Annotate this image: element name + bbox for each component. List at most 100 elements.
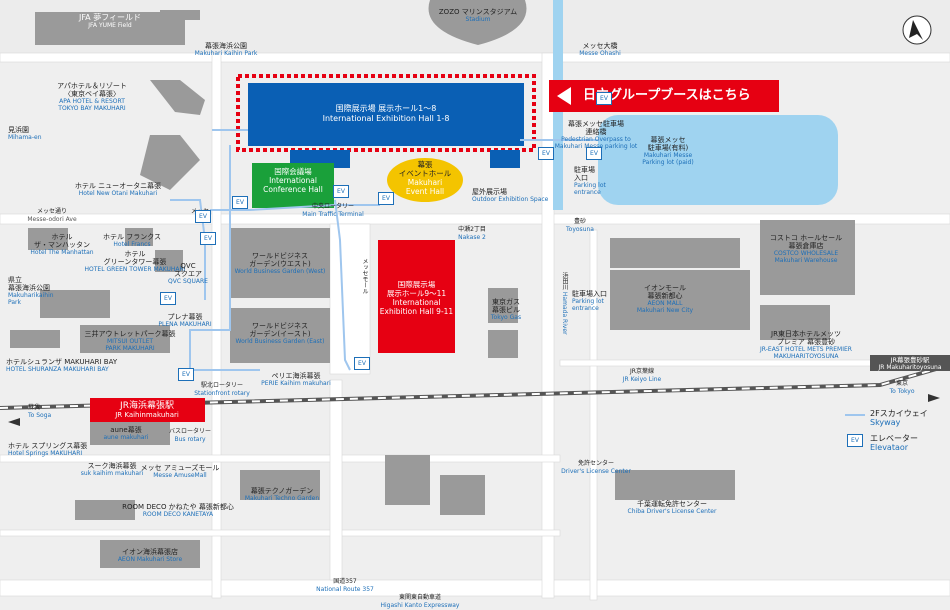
mets-jp2: プレミア 幕張豊砂	[776, 338, 836, 346]
plena-en: PLENA MAKUHARI	[158, 321, 212, 328]
outdoor-en: Outdoor Exhibition Space	[472, 196, 549, 203]
apa-hotel-label: アパホテル＆リゾート 〈東京ベイ幕張〉 APA HOTEL & RESORT T…	[57, 82, 127, 112]
green-tower-en: HOTEL GREEN TOWER MAKUHARI	[84, 266, 186, 273]
room-deco-en: ROOM DECO KANETAYA	[142, 511, 214, 518]
mihama-jp: 見浜園	[8, 126, 29, 134]
station-rotary-en: Stationfront rotary	[194, 390, 250, 397]
shuranza-label: ホテルシュランザ MAKUHARI BAY HOTEL SHURANZA MAK…	[6, 358, 117, 373]
mets-jp1: JR東日本ホテルメッツ	[771, 330, 841, 338]
tokyo-gas-en: Tokyo Gas	[490, 314, 522, 321]
aeon-mall-label: イオンモール 幕張新都心 AEON MALL Makuhari New City	[637, 284, 693, 314]
route357-jp: 国道357	[333, 578, 357, 585]
parking-entrance-1-label: 駐車場 入口 Parking lot entrance	[574, 166, 606, 196]
qvc-jp1: QVC	[180, 262, 196, 270]
messe-odori-label: メッセ通り Messe-odori Ave	[27, 208, 76, 223]
to-tokyo-jp: 東京	[895, 380, 908, 387]
zozo-stadium	[428, 0, 527, 45]
overpass-jp1: 幕張メッセ駐車場	[568, 120, 624, 128]
legend-skyway-jp: 2Fスカイウェイ	[870, 409, 928, 418]
overpass-jp2: 連絡橋	[585, 128, 607, 136]
kenritsu-park-label: 県立 幕張海浜公園 Makuharikaihin Park	[8, 276, 54, 306]
kenritsu-en1: Makuharikaihin	[8, 292, 54, 299]
jfa-jp: JFA 夢フィールド	[78, 13, 142, 22]
pe1-en1: Parking lot	[574, 182, 606, 189]
toyosuna-station-label: JR幕張豊砂駅 JR Makuharitoyosuna	[878, 356, 941, 371]
chiba-license-label: 千葉運転免許センター Chiba Driver's License Center	[628, 500, 717, 515]
amuse-label: メッセ アミューズモール Messe AmuseMall	[141, 464, 220, 479]
license-center-en: Driver's License Center	[561, 468, 631, 475]
costco-en2: Makuhari Warehouse	[774, 257, 838, 264]
techno-label: 幕張テクノガーデン Makuhari Techno Garden	[245, 487, 319, 502]
hall-9-11-en1: International	[392, 298, 441, 307]
tokyo-gas-jp1: 東京ガス	[491, 298, 520, 306]
north-arrow-icon	[902, 15, 932, 45]
messe-odori-en: Messe-odori Ave	[27, 216, 77, 223]
to-tokyo-label: 東京 To Tokyo	[889, 380, 914, 395]
costco-label: コストコ ホールセール 幕張倉庫店 COSTCO WHOLESALE Makuh…	[770, 234, 842, 264]
legend-skyway-en: Skyway	[870, 418, 901, 427]
hall-1-8-jp: 国際展示場 展示ホール1〜8	[335, 104, 437, 113]
expressway-label: 東関東自動車道 Higashi Kanto Expressway	[381, 594, 460, 609]
overpass-label: 幕張メッセ駐車場 連絡橋 Pedestrian Overpass to Maku…	[555, 120, 638, 150]
wbg-west-label: ワールドビジネス ガーデン(ウエスト) World Business Garde…	[235, 252, 326, 275]
elevator-icon: EV	[333, 185, 349, 198]
francs-en: Hotel Francs	[113, 241, 151, 248]
perie-label: ペリエ海浜幕張 PERIE Kaihim makuhari	[261, 372, 331, 387]
to-soga-jp: 蘇我	[28, 404, 41, 411]
manhattan-jp2: ザ・マンハッタン	[34, 241, 90, 249]
toyosuna-station-box	[870, 355, 950, 371]
plena-jp: プレナ幕張	[167, 313, 203, 321]
hall-9-11-area	[378, 240, 455, 353]
hitachi-booth-callout[interactable]: 日立グループブースはこちら	[549, 80, 779, 112]
aeon-mall-jp1: イオンモール	[643, 284, 686, 292]
pe1-jp1: 駐車場	[574, 166, 595, 174]
aune-en: aune makuhari	[103, 434, 149, 441]
to-soga-label: 蘇我 To Soga	[28, 404, 51, 419]
pe1-jp2: 入口	[574, 174, 588, 182]
elevator-icon: EV	[200, 232, 216, 245]
pe2-jp: 駐車場入口	[572, 290, 607, 298]
perie-jp: ペリエ海浜幕張	[271, 372, 321, 380]
parking-entrance-2-label: 駐車場入口 Parking lot entrance	[572, 290, 607, 312]
outdoor-label: 屋外展示場 Outdoor Exhibition Space	[472, 188, 548, 203]
mihama-label: 見浜園 Mihama-en	[8, 126, 42, 141]
hall-9-11-jp1: 国際展示場	[397, 280, 436, 289]
messe-ohashi-en: Messe Ohashi	[579, 50, 621, 57]
hall-1-8-label: 国際展示場 展示ホール1〜8 International Exhibition …	[248, 104, 524, 124]
messe-parking-en2: Parking lot (paid)	[642, 159, 694, 166]
overpass-en2: Makuhari Messe parking lot	[554, 143, 638, 150]
wbg-west-en: World Business Garden (West)	[234, 268, 326, 275]
perie-en: PERIE Kaihim makuhari	[261, 380, 331, 387]
arrow-to-tokyo-icon	[928, 394, 940, 402]
station-rotary-label: 駅北ロータリー Stationfront rotary	[194, 382, 250, 397]
kenritsu-en2: Park	[8, 299, 21, 306]
hamada-jp: 浜田川	[561, 272, 568, 290]
bus-rotary-jp: バスロータリー	[168, 428, 212, 435]
toyosuna-station-jp: JR幕張豊砂駅	[890, 356, 930, 364]
apa-hotel-building	[150, 80, 205, 115]
jfa-en: JFA YUME Field	[88, 22, 132, 29]
toyosuna-jp: 豊砂	[573, 218, 587, 225]
springs-jp: ホテル スプリングス幕張	[8, 442, 88, 450]
qvc-jp2: スクエア	[173, 270, 202, 278]
aeon-store-jp: イオン海浜幕張店	[122, 548, 178, 556]
zozo-en: Stadium	[465, 16, 491, 23]
event-en2: Event Hall	[405, 187, 445, 196]
messe-parking-jp2: 駐車場(有料)	[647, 144, 689, 152]
kenritsu-jp2: 幕張海浜公園	[8, 284, 50, 292]
to-tokyo-en: To Tokyo	[889, 388, 915, 395]
tokyo-gas-jp2: 幕張ビル	[491, 306, 520, 314]
new-otani-label: ホテル ニューオータニ幕張 Hotel New Otani Makuhari	[75, 182, 161, 197]
parking-area	[598, 115, 838, 205]
springs-label: ホテル スプリングス幕張 Hotel Springs MAKUHARI	[8, 442, 87, 457]
messe-parking-label: 幕張メッセ 駐車場(有料) Makuhari Messe Parking lot…	[642, 136, 693, 166]
mihama-en: Mihama-en	[8, 134, 42, 141]
tokyo-gas-label: 東京ガス 幕張ビル Tokyo Gas	[491, 298, 521, 321]
event-hall-area	[387, 158, 463, 202]
wbg-east-en: World Business Garden (East)	[235, 338, 325, 345]
legend-skyway: 2Fスカイウェイ Skyway	[870, 409, 928, 427]
messe-mall-label: メッセモール	[360, 258, 368, 294]
hall-9-11-jp2: 展示ホール9〜11	[386, 289, 447, 298]
toyosuna-en: Toyosuna	[566, 226, 594, 233]
springs-en: Hotel Springs MAKUHARI	[8, 450, 83, 457]
